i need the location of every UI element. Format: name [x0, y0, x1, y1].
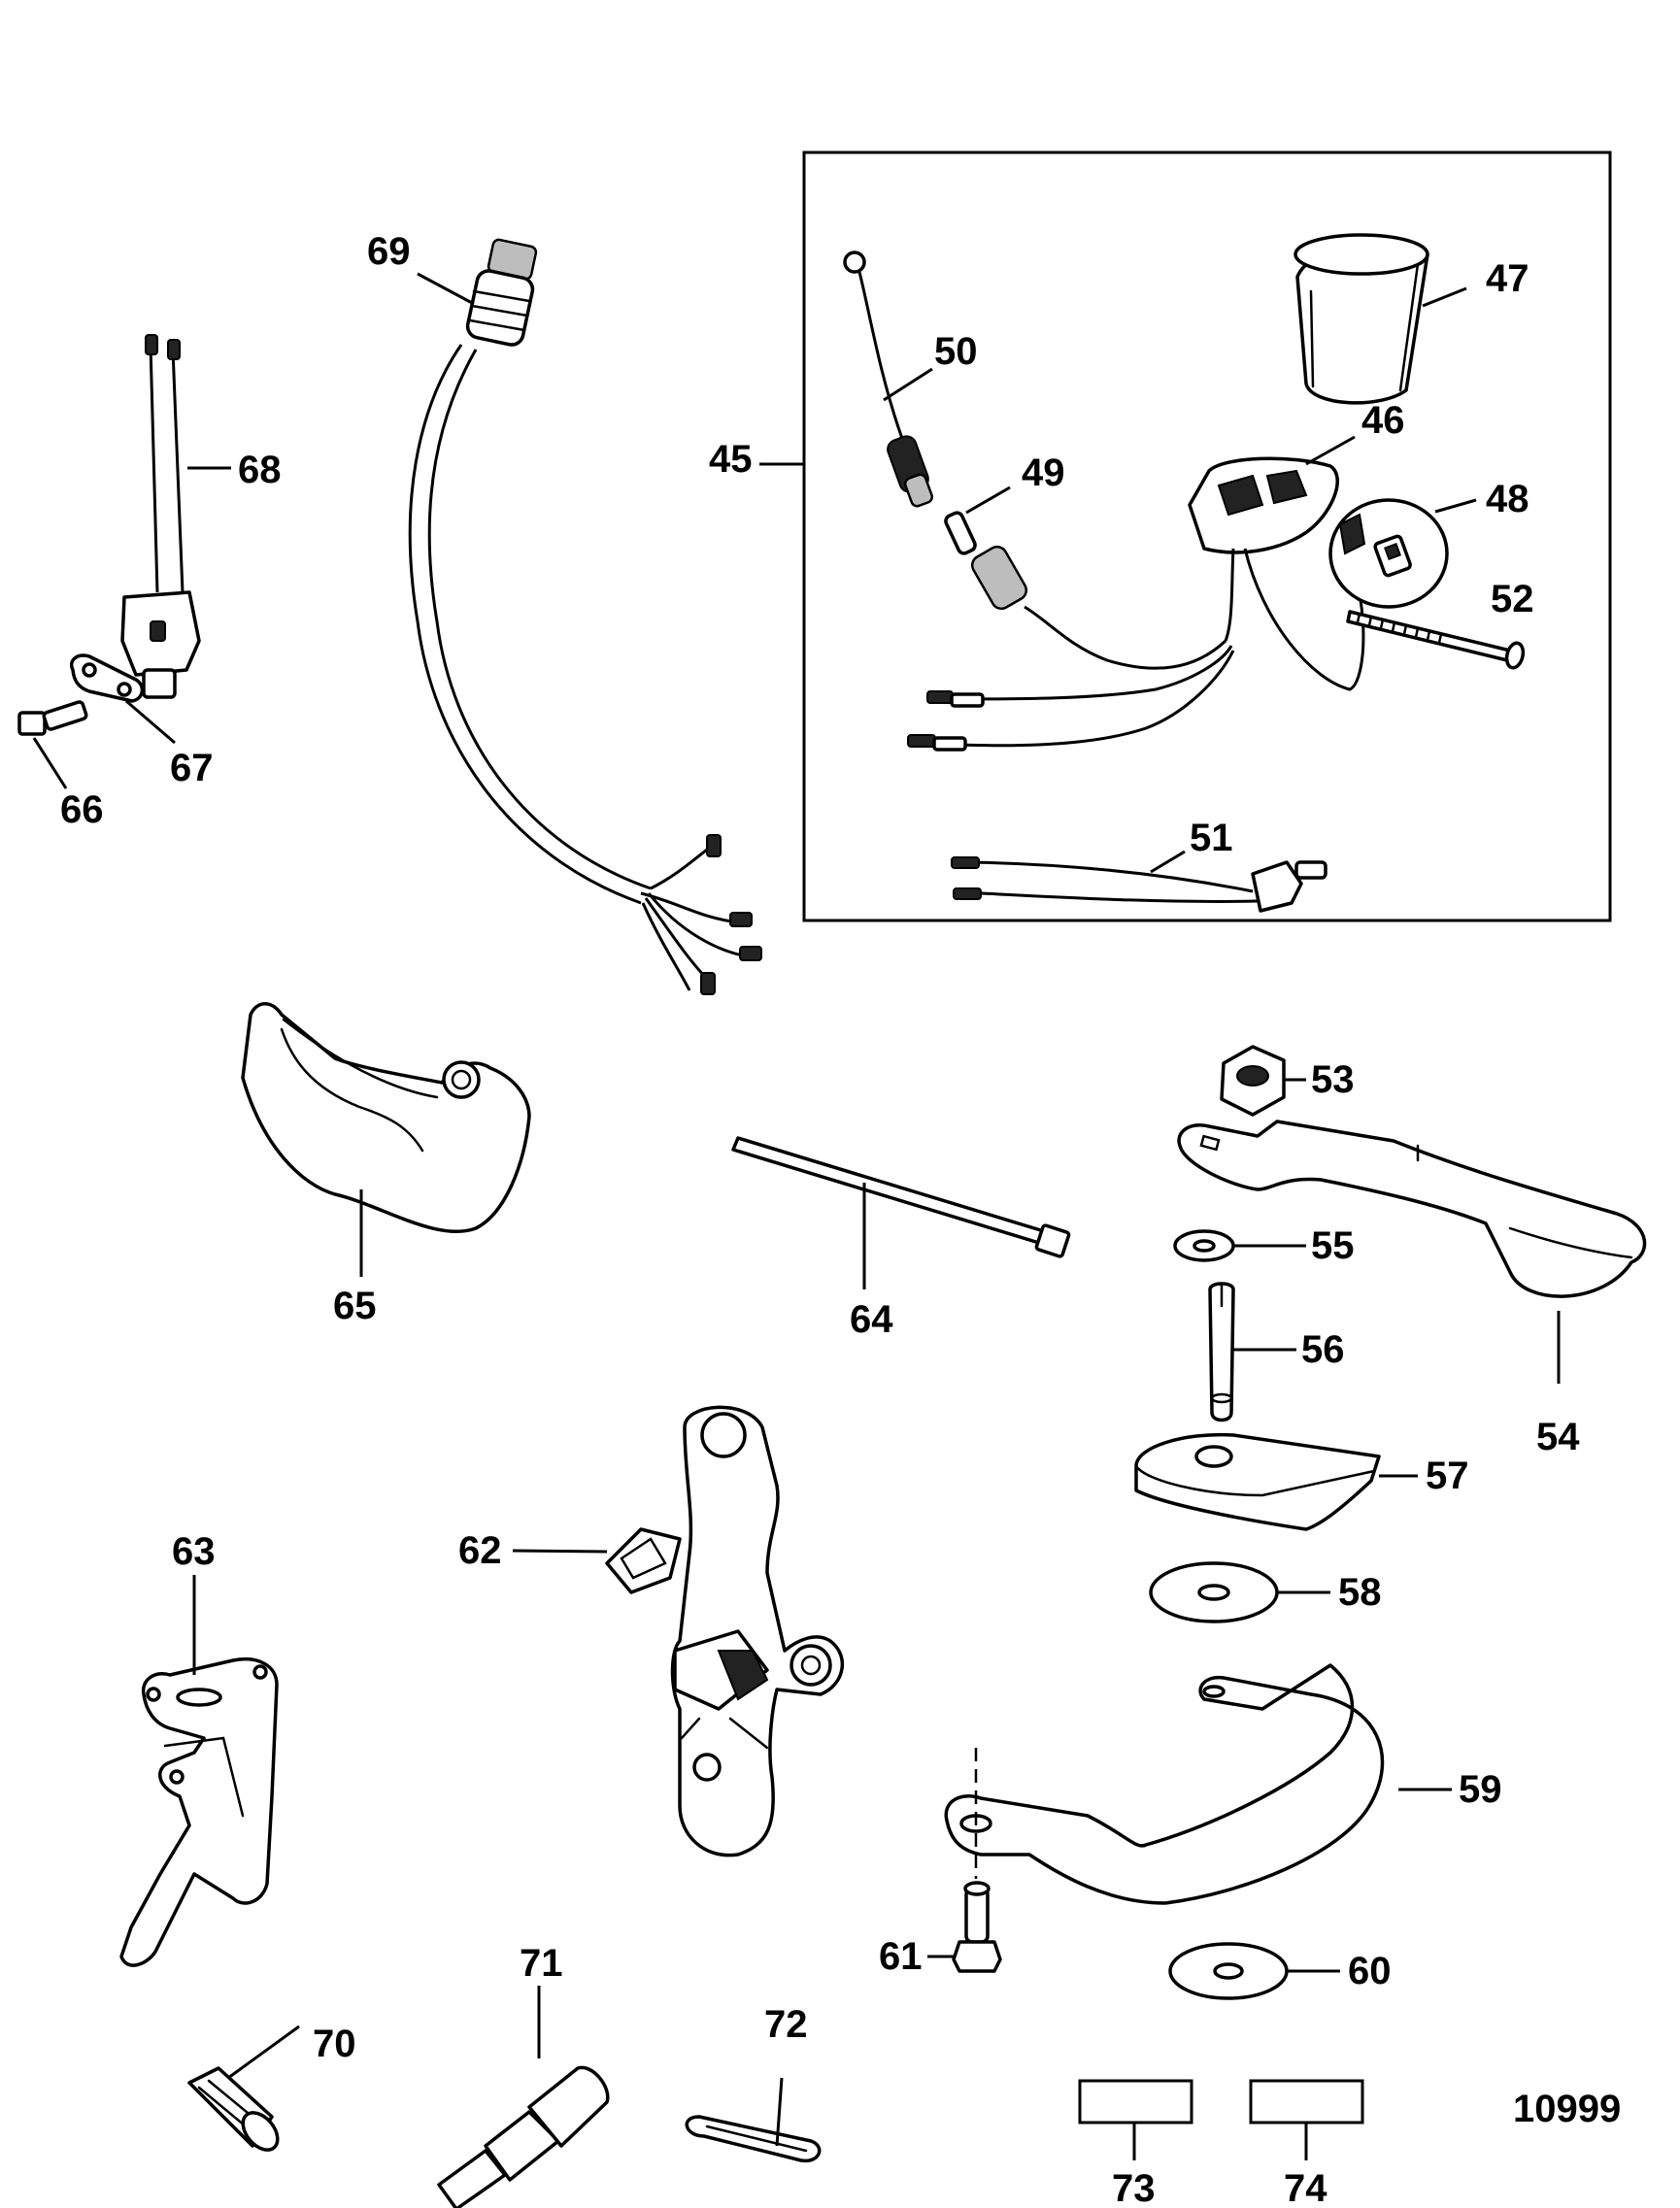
callout-61: 61 [879, 1935, 923, 1978]
callout-59: 59 [1459, 1768, 1502, 1811]
callout-51: 51 [1190, 817, 1233, 859]
callout-70: 70 [313, 2023, 356, 2065]
part-74-decal [1249, 2079, 1364, 2124]
part-67-retainer-plate [70, 653, 145, 703]
callout-72: 72 [764, 2003, 808, 2046]
callout-63: 63 [172, 1530, 216, 1573]
part-70-grease-fitting [187, 2066, 280, 2152]
part-48-switch [1328, 498, 1449, 609]
kit-inset-frame [802, 151, 1612, 922]
part-50-lanyard [843, 251, 934, 508]
part-47-sleeve [1294, 233, 1429, 405]
part-73-decal [1078, 2079, 1193, 2124]
part-64-cable-tie [731, 1136, 1071, 1258]
callout-46: 46 [1361, 399, 1405, 442]
part-68-sender [120, 334, 201, 699]
part-72-cotter-pin [685, 2115, 822, 2162]
part-63-mount-bracket [119, 1657, 279, 1967]
callout-60: 60 [1348, 1950, 1392, 1992]
part-59-arc-plate [944, 1663, 1385, 1905]
callout-48: 48 [1486, 478, 1529, 520]
part-56-pin [1208, 1282, 1235, 1422]
part-46-switch-housing [907, 456, 1365, 752]
part-54-lever [1177, 1120, 1647, 1298]
part-66-bolt [17, 700, 88, 736]
callout-73: 73 [1112, 2167, 1156, 2208]
callout-71: 71 [520, 1942, 563, 1985]
callout-64: 64 [850, 1298, 893, 1341]
callout-66: 66 [60, 788, 104, 831]
callout-49: 49 [1022, 452, 1065, 494]
part-61-shoulder-bolt [952, 1881, 1002, 1973]
callout-68: 68 [238, 449, 282, 491]
part-51-harness [951, 856, 1327, 913]
part-62-lever-assembly [605, 1405, 845, 1857]
part-69-harness-cable [408, 238, 762, 995]
callout-45: 45 [709, 438, 753, 481]
callout-57: 57 [1426, 1455, 1469, 1497]
part-57-cam-plate [1134, 1432, 1381, 1531]
part-55-washer [1173, 1229, 1235, 1262]
callout-50: 50 [934, 330, 978, 373]
part-60-washer [1168, 1942, 1289, 2000]
part-49-connector [944, 511, 1028, 611]
callout-67: 67 [170, 747, 214, 789]
part-52-screw [1346, 610, 1526, 670]
part-71-pin-sleeve [437, 2065, 610, 2208]
callout-53: 53 [1311, 1058, 1355, 1101]
part-53-nut [1220, 1045, 1286, 1117]
callout-54: 54 [1536, 1416, 1580, 1458]
callout-65: 65 [333, 1285, 377, 1327]
callout-58: 58 [1338, 1571, 1382, 1614]
callout-52: 52 [1491, 578, 1534, 620]
callout-74: 74 [1284, 2167, 1327, 2208]
part-58-washer [1149, 1561, 1279, 1623]
callout-55: 55 [1311, 1224, 1355, 1267]
callout-56: 56 [1301, 1328, 1345, 1371]
callout-69: 69 [367, 230, 411, 273]
diagram-id: 10999 [1513, 2088, 1621, 2130]
callout-47: 47 [1486, 257, 1529, 300]
callout-62: 62 [458, 1529, 502, 1572]
part-65-bracket [241, 1002, 531, 1234]
